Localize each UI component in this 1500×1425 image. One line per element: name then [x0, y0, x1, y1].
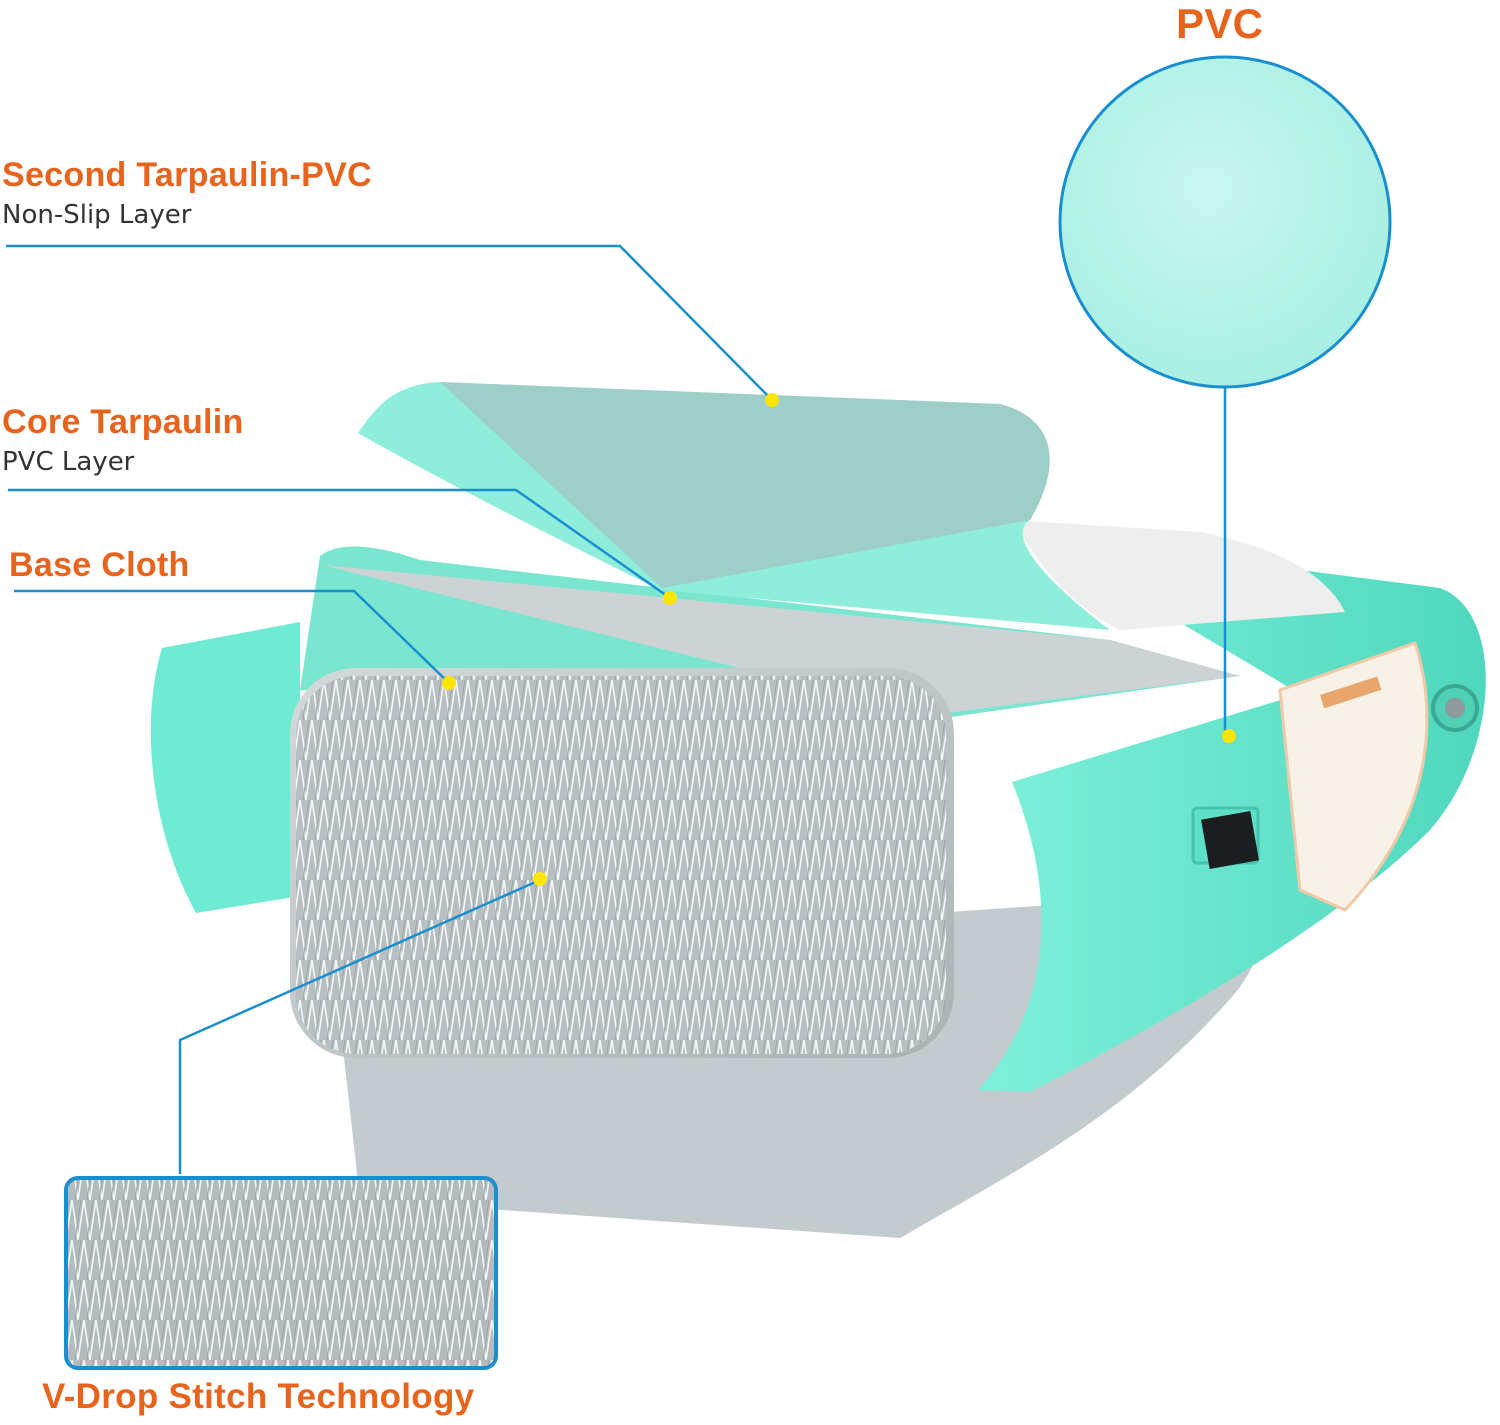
caution-sticker — [1278, 641, 1429, 912]
left-teal-flap — [150, 622, 300, 913]
pvc-magnifier-circle — [1058, 55, 1392, 389]
leader-lines — [6, 244, 1227, 1174]
core-layer-title: Core Tarpaulin — [2, 403, 244, 441]
v-drop-stitch-inset — [64, 1176, 498, 1370]
base-cloth-title: Base Cloth — [9, 546, 190, 584]
second-layer-subtitle: Non-Slip Layer — [2, 200, 192, 230]
drop-stitch-threads — [296, 676, 946, 1054]
drop-stitch-title: V-Drop Stitch Technology — [42, 1377, 475, 1416]
second-layer-title: Second Tarpaulin-PVC — [2, 156, 372, 194]
markers — [442, 393, 1236, 886]
foam-layer — [1010, 520, 1345, 630]
pvc-title: PVC — [1176, 0, 1264, 47]
core-layer-subtitle: PVC Layer — [2, 447, 135, 477]
